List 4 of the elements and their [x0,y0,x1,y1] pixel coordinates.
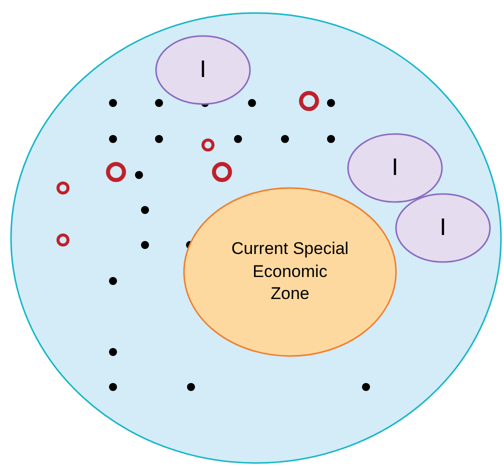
node-label: Current Special Economic Zone [231,238,349,306]
node-label: I [392,154,398,182]
node-label: I [440,214,446,242]
node-label: I [200,56,206,84]
